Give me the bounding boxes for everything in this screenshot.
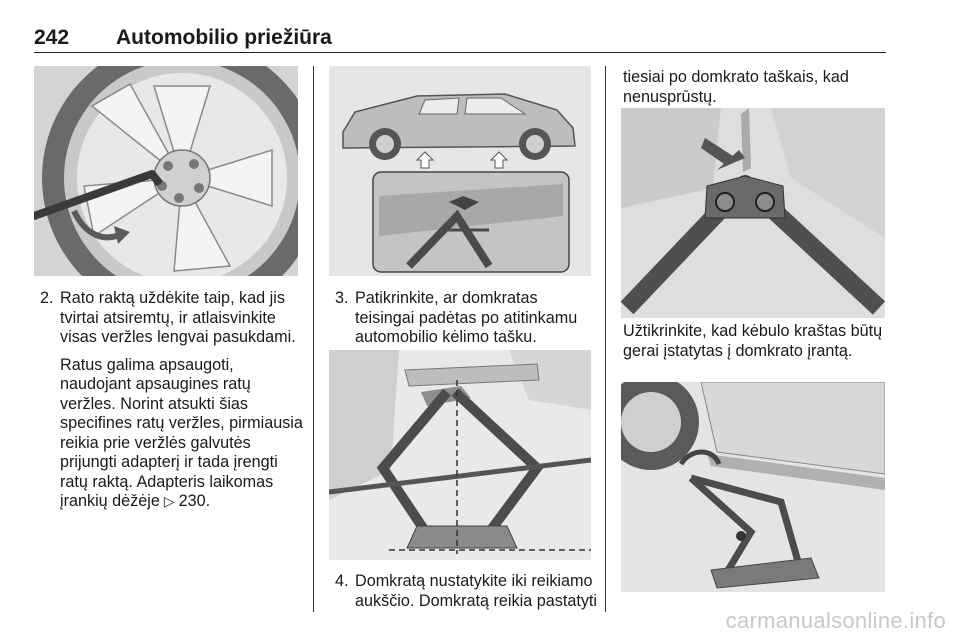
step-4-block: 4. Domkratą nustatykite iki reikiamo auk…	[335, 572, 600, 611]
note-text: Ratus galima apsaugoti, naudojant apsaug…	[60, 355, 303, 511]
page-header: 242 Automobilio priežiūra	[34, 22, 886, 53]
continuation-text: tiesiai po domkrato taškais, kad nenuspr…	[623, 68, 885, 107]
step-text: Rato raktą uždėkite taip, kad jis tvirta…	[60, 289, 296, 346]
note-paragraph: Ratus galima apsaugoti, naudojant apsaug…	[40, 356, 308, 512]
column-divider-1	[313, 66, 314, 612]
jack-head-closeup-illustration	[621, 108, 885, 318]
step-2: 2. Rato raktą uždėkite taip, kad jis tvi…	[40, 289, 308, 348]
page-number: 242	[34, 26, 70, 49]
column-divider-2	[605, 66, 606, 612]
step-3-block: 3. Patikrinkite, ar domkratas teisingai …	[335, 289, 600, 348]
page-reference-arrow-icon: ▷	[163, 493, 175, 509]
jack-under-sill-illustration	[621, 382, 885, 592]
continuation-paragraph: tiesiai po domkrato taškais, kad nenuspr…	[623, 68, 849, 106]
jack-alignment-illustration	[329, 350, 591, 560]
page-reference: 230.	[178, 492, 211, 510]
step-text: Patikrinkite, ar domkratas teisingai pad…	[355, 289, 578, 346]
page-title: Automobilio priežiūra	[116, 26, 332, 49]
car-jacking-points-illustration	[329, 66, 591, 276]
column-1-text: 2. Rato raktą uždėkite taip, kad jis tvi…	[40, 289, 308, 512]
caption-paragraph: Užtikrinkite, kad kėbulo kraštas būtų ge…	[623, 322, 883, 360]
step-text: Domkratą nustatykite iki reikiamo aukšči…	[355, 572, 598, 610]
step-3: 3. Patikrinkite, ar domkratas teisingai …	[335, 289, 600, 348]
step-4: 4. Domkratą nustatykite iki reikiamo auk…	[335, 572, 600, 611]
step-number: 4.	[335, 572, 349, 590]
step-number: 3.	[335, 289, 349, 307]
step-number: 2.	[40, 289, 54, 307]
wheel-wrench-illustration	[34, 66, 298, 276]
watermark: carmanualsonline.info	[725, 608, 946, 633]
caption-text: Užtikrinkite, kad kėbulo kraštas būtų ge…	[623, 322, 885, 361]
